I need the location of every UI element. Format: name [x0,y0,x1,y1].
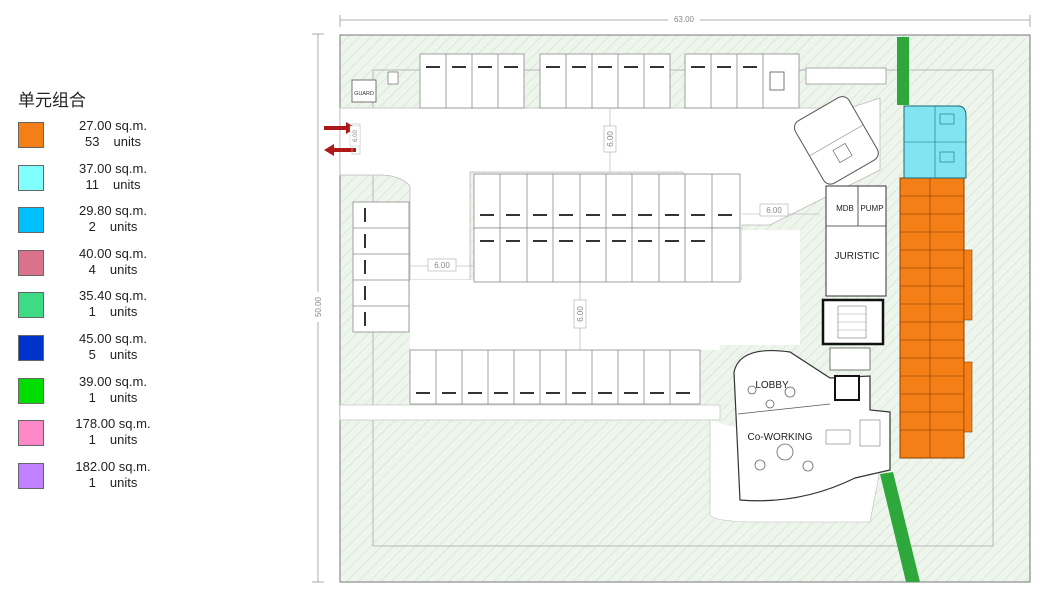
legend-unit-count: 2 units [58,219,168,234]
legend-item: 178.00 sq.m.1 units [18,416,298,459]
legend-unit-count: 1 units [58,390,168,405]
legend-item: 40.00 sq.m.4 units [18,246,298,289]
drive-aisle [339,97,881,281]
legend-count-value: 2 [88,219,96,235]
driveway-width-4: 6.00 [576,306,585,322]
legend-color-swatch [18,334,44,361]
legend-count-value: 1 [88,474,96,490]
legend-count-value: 1 [88,389,96,405]
legend-count-unit-word: units [109,304,138,320]
legend-count-unit-word: units [109,219,138,235]
legend-count-unit-word: units [109,474,138,490]
overall-width-label: 63.00 [674,15,695,24]
parking-row-top [419,53,887,109]
exit-road [339,404,721,421]
overall-depth-dimension: 50.00 [311,33,325,583]
parking-stop-marks-top [426,66,757,68]
legend-color-swatch [18,292,44,319]
legend-color-swatch [18,377,44,404]
guard-house: GUARD [351,71,399,103]
legend-count-unit-word: units [113,134,141,149]
legend-item: 37.00 sq.m.11 units [18,161,298,204]
juristic-office-label: JURISTIC [835,251,880,262]
drive-aisle-lower [410,230,800,350]
legend-color-swatch [18,122,44,148]
legend-unit-count: 11 units [58,177,168,192]
stair-core [821,298,885,371]
legend-color-swatch [18,207,44,234]
parking-row-bottom [409,349,701,405]
legend-unit-area: 35.40 sq.m. [79,288,147,304]
legend-unit-count: 4 units [58,262,168,277]
legend-unit-area: 182.00 sq.m. [75,458,151,474]
legend-color-swatch [18,462,44,489]
driveway-width-3: 6.00 [434,261,450,270]
legend-title: 单元组合 [18,91,86,110]
walkway-north [897,37,909,105]
driveway-width-2: 6.00 [766,206,782,215]
legend-count-unit-word: units [109,346,138,362]
service-block: MDB PUMP JURISTIC [825,185,887,297]
legend-item: 39.00 sq.m.1 units [18,374,298,417]
legend-color-swatch [18,249,44,276]
parking-row-left [352,201,410,333]
legend-item: 27.00 sq.m.53 units [18,118,298,161]
legend-color-swatch [18,420,44,447]
legend-unit-area: 45.00 sq.m. [79,330,147,346]
legend-count-value: 11 [85,176,100,192]
legend-count-unit-word: units [109,432,138,448]
lobby-label: LOBBY [755,380,789,391]
legend-unit-area: 37.00 sq.m. [79,160,147,176]
coworking-label: Co-WORKING [748,432,813,443]
driveway-width-5: 6.00 [353,130,359,142]
legend-unit-count: 1 units [58,432,168,447]
entry-arrow [324,122,356,134]
legend-unit-count: 53 units [58,134,168,149]
parking-stop-marks-left [364,208,366,326]
legend-count-value: 4 [88,261,96,277]
parking-stop-marks-bottom [416,392,690,394]
legend-unit-count: 5 units [58,347,168,362]
legend-count-value: 53 [85,134,100,149]
legend-unit-area: 27.00 sq.m. [79,118,147,133]
legend-unit-area: 178.00 sq.m. [75,416,151,432]
legend-unit-area: 29.80 sq.m. [79,203,147,219]
legend-unit-area: 40.00 sq.m. [79,245,147,261]
accessible-parking-pavilion [793,96,879,185]
walkway-south [880,472,920,582]
legend-count-unit-word: units [109,389,138,405]
lobby-coworking-block: LOBBY Co-WORKING [733,349,891,502]
legend-unit-area: 39.00 sq.m. [79,373,147,389]
overall-width-dimension: 63.00 [339,13,1031,27]
legend-item: 45.00 sq.m.5 units [18,331,298,374]
legend-count-unit-word: units [113,176,141,192]
parking-block-center [473,173,741,283]
driveway-dimensions: 6.00 6.00 6.00 6.00 6.00 [349,108,820,350]
residential-wing-37sqm [903,105,967,179]
legend-count-value: 1 [88,432,96,448]
pump-room-label: PUMP [860,204,883,213]
legend-count-unit-word: units [109,261,138,277]
legend-item: 29.80 sq.m.2 units [18,203,298,246]
legend-item: 182.00 sq.m.1 units [18,459,298,502]
overall-depth-label: 50.00 [314,296,323,317]
mdb-room-label: MDB [836,204,854,213]
legend-count-value: 5 [88,346,96,362]
driveway-width-1: 6.00 [606,131,615,147]
legend-unit-count: 1 units [58,304,168,319]
exit-arrow [324,144,356,156]
legend-count-value: 1 [88,304,96,320]
residential-wing-27sqm [899,177,973,459]
guard-label: GUARD [354,91,374,97]
legend-item: 35.40 sq.m.1 units [18,288,298,331]
legend-unit-count: 1 units [58,475,168,490]
parking-stop-marks-center [480,214,732,242]
legend-color-swatch [18,164,44,191]
